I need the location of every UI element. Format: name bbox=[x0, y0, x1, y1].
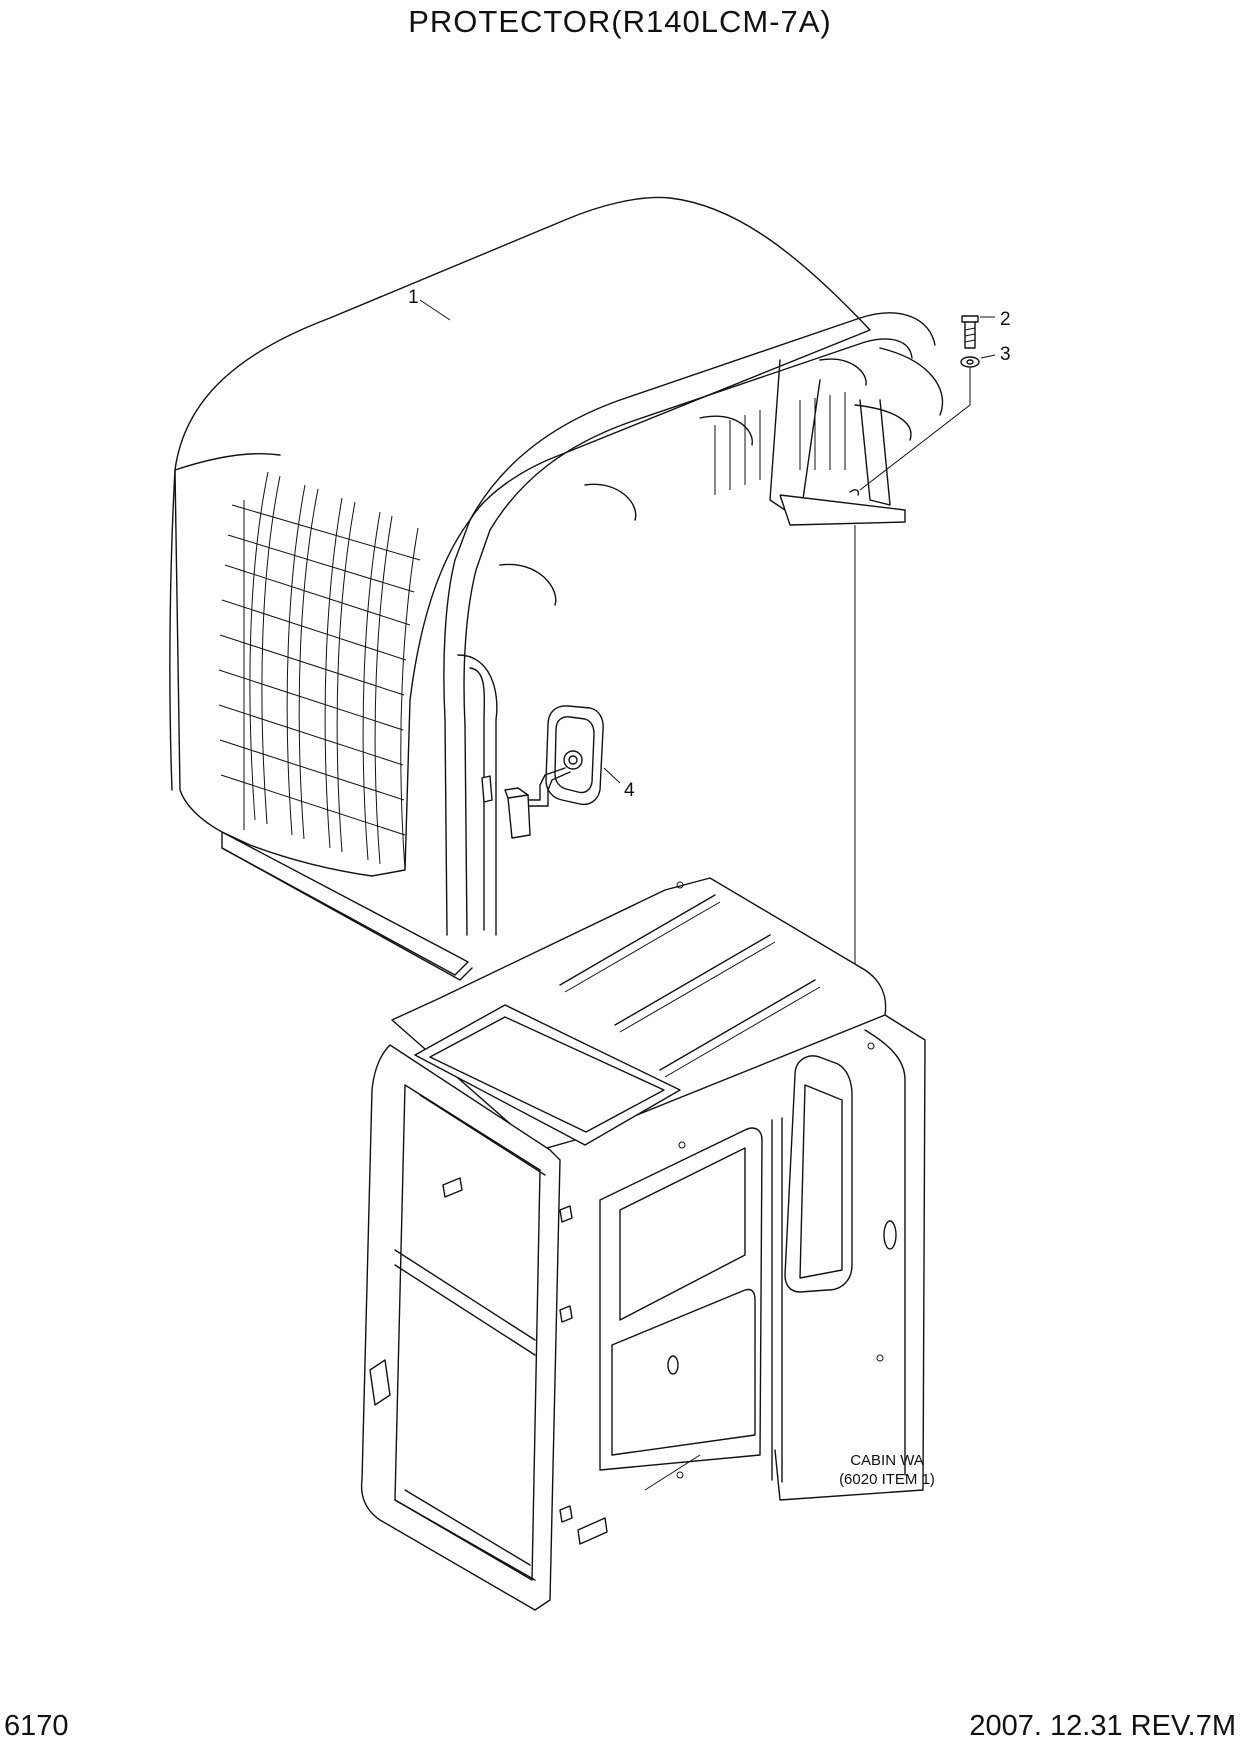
callout-1: 1 bbox=[408, 287, 419, 308]
callout-3: 3 bbox=[1000, 344, 1011, 365]
page-title: PROTECTOR(R140LCM-7A) bbox=[408, 4, 832, 39]
revision-date: 2007. 12.31 REV.7M bbox=[969, 1710, 1236, 1742]
page-number: 6170 bbox=[4, 1710, 69, 1742]
cabin-reference-item: (6020 ITEM 1) bbox=[839, 1471, 935, 1488]
callout-4: 4 bbox=[624, 780, 635, 801]
protector-guard[interactable] bbox=[169, 196, 944, 981]
cabin-assembly bbox=[360, 877, 926, 1611]
bolt[interactable] bbox=[961, 315, 995, 349]
cabin-reference-label: CABIN WA bbox=[850, 1452, 924, 1469]
washer[interactable] bbox=[854, 354, 996, 975]
mirror[interactable] bbox=[481, 705, 621, 839]
callout-2: 2 bbox=[1000, 309, 1011, 330]
